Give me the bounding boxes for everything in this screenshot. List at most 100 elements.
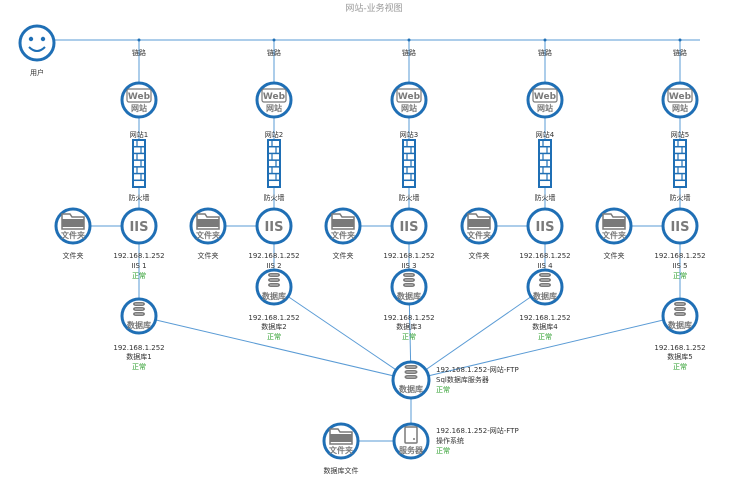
folder-front (332, 219, 354, 227)
iis-node-3-ring (390, 207, 428, 245)
db-icon-text: 数据库 (262, 291, 286, 301)
db-name-1: 数据库1 (126, 352, 151, 361)
db-status-2: 正常 (267, 332, 281, 341)
site-label-2: 网站2 (265, 130, 283, 139)
db-status-5: 正常 (673, 362, 687, 371)
server-node[interactable]: 服务器 (392, 422, 430, 460)
db-icon-text: 数据库 (533, 291, 557, 301)
web-screen-icon (126, 88, 152, 103)
web-icon-text: Web (669, 92, 692, 102)
folder-front (197, 219, 219, 227)
db-name-2: 数据库2 (261, 322, 286, 331)
database-node-5[interactable]: 数据库 (661, 297, 699, 335)
db-file-label: 数据库文件 (324, 466, 359, 475)
folder-node-5[interactable]: 文件夹 (595, 207, 633, 245)
iis-node-3[interactable]: IIS (390, 207, 428, 245)
db-ip-2: 192.168.1.252 (248, 314, 299, 322)
iis-node-2[interactable]: IIS (255, 207, 293, 245)
iis-icon-text: IIS (264, 220, 283, 235)
db-status-3: 正常 (402, 332, 416, 341)
link-label-1: 链路 (132, 48, 146, 57)
iis-node-5[interactable]: IIS (661, 207, 699, 245)
iis-node-5-ring (661, 207, 699, 245)
firewall-icon (538, 139, 552, 188)
web-screen-icon (532, 88, 558, 103)
db-ip-4: 192.168.1.252 (519, 314, 570, 322)
user-node[interactable] (18, 24, 56, 62)
db-icon-text: 数据库 (668, 320, 692, 330)
folder-icon (602, 213, 626, 230)
folder-icon (61, 213, 85, 230)
firewall-label-2: 防火墙 (264, 193, 285, 202)
iis-name-4: IIS 4 (537, 262, 553, 270)
folder-node-4[interactable]: 文件夹 (460, 207, 498, 245)
folder-front (603, 219, 625, 227)
iis-node-1-ring (120, 207, 158, 245)
database-node-4[interactable]: 数据库 (526, 268, 564, 306)
db-to-central-line-2 (273, 286, 412, 381)
iis-status-5: 正常 (673, 271, 687, 280)
db-status-4: 正常 (538, 332, 552, 341)
web-icon-text: Web (398, 92, 421, 102)
db-ip-5: 192.168.1.252 (654, 344, 705, 352)
bus-dot (543, 38, 547, 42)
firewall-frame (402, 139, 416, 188)
firewall-label-3: 防火墙 (399, 193, 420, 202)
folder-icon-text: 文件夹 (329, 445, 353, 455)
folder-icon-text: 文件夹 (196, 230, 220, 240)
db-ip-1: 192.168.1.252 (113, 344, 164, 352)
server-icon (404, 426, 418, 444)
database-node-1[interactable]: 数据库 (120, 297, 158, 335)
server-name: 192.168.1.252-网站-FTP (436, 426, 519, 435)
iis-icon-text: IIS (535, 220, 554, 235)
firewall-icon (673, 139, 687, 188)
link-label-5: 链路 (673, 48, 687, 57)
firewall-frame (132, 139, 146, 188)
folder-front (62, 219, 84, 227)
firewall-frame (267, 139, 281, 188)
web-icon-text: Web (263, 92, 286, 102)
site-icon-text: 网站 (672, 103, 688, 113)
bus-dot (678, 38, 682, 42)
connection-lines (38, 38, 700, 442)
central-db-name: 192.168.1.252-网站-FTP (436, 365, 519, 374)
database-node-2[interactable]: 数据库 (255, 268, 293, 306)
web-screen-icon (261, 88, 287, 103)
iis-node-4[interactable]: IIS (526, 207, 564, 245)
folder-icon (329, 428, 353, 445)
folder-label-3: 文件夹 (333, 251, 354, 260)
folder-node-2[interactable]: 文件夹 (189, 207, 227, 245)
database-node-3[interactable]: 数据库 (390, 268, 428, 306)
iis-node-1[interactable]: IIS (120, 207, 158, 245)
link-label-3: 链路 (402, 48, 416, 57)
site-label-3: 网站3 (400, 130, 418, 139)
folder-label-2: 文件夹 (198, 251, 219, 260)
iis-node-2-ring (255, 207, 293, 245)
server-node-ring (392, 422, 430, 460)
central-database-node-ring (391, 360, 431, 400)
iis-icon-text: IIS (129, 220, 148, 235)
db-icon-text: 数据库 (127, 320, 151, 330)
folder-shape (602, 213, 626, 230)
folder-icon (467, 213, 491, 230)
folder-label-1: 文件夹 (63, 251, 84, 260)
folder-node-3[interactable]: 文件夹 (324, 207, 362, 245)
iis-icon-text: IIS (670, 220, 689, 235)
site-label-5: 网站5 (671, 130, 689, 139)
database-icon (403, 273, 415, 287)
iis-icon-text: IIS (399, 220, 418, 235)
database-icon (404, 365, 418, 379)
db-icon-text: 数据库 (397, 291, 421, 301)
folder-node-1[interactable]: 文件夹 (54, 207, 92, 245)
central-database-node[interactable]: 数据库 (391, 360, 431, 400)
firewall-label-4: 防火墙 (535, 193, 556, 202)
site-icon-text: 网站 (401, 103, 417, 113)
database-file-node[interactable]: 文件夹 (322, 422, 360, 460)
iis-status-1: 正常 (132, 271, 146, 280)
folder-front (468, 219, 490, 227)
